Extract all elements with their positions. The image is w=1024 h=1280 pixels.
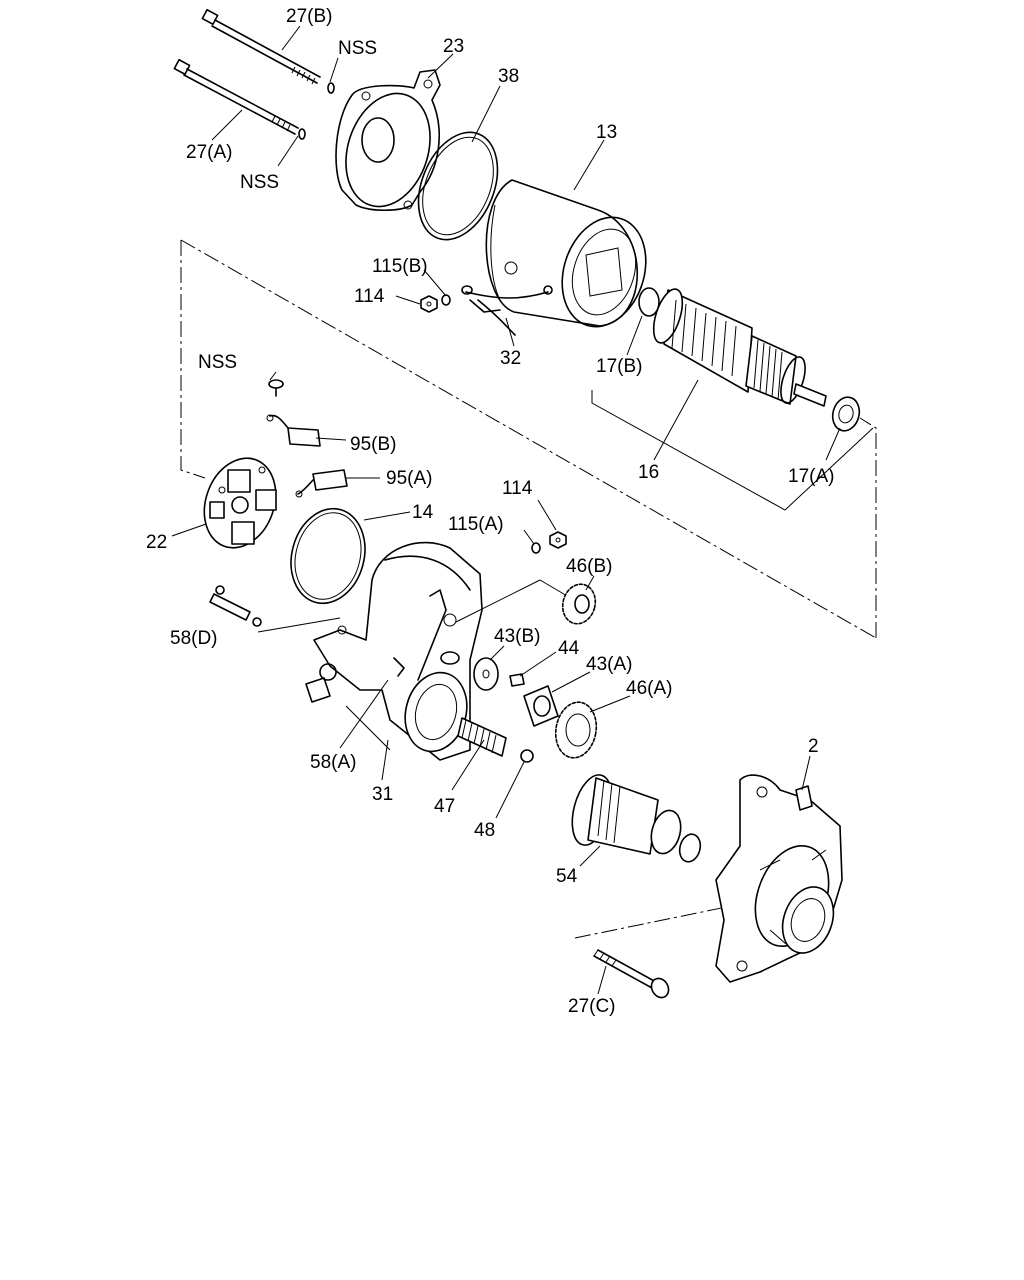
retainer-43a	[523, 685, 559, 727]
label-46a: 46(A)	[626, 678, 672, 699]
label-44: 44	[558, 638, 580, 659]
rear-cover-23	[335, 69, 441, 212]
label-114-lower: 114	[502, 478, 533, 499]
label-54: 54	[556, 866, 578, 887]
screw-nss	[268, 379, 284, 397]
drive-housing-2	[715, 774, 843, 983]
label-58d: 58(D)	[170, 628, 218, 649]
label-23: 23	[443, 36, 464, 57]
pin-58d	[209, 585, 341, 633]
o-ring-38	[417, 131, 499, 241]
label-16: 16	[638, 462, 659, 483]
label-14: 14	[412, 502, 434, 523]
bearing-17a	[831, 396, 861, 432]
o-ring-14	[290, 507, 366, 605]
label-95a: 95(A)	[386, 468, 432, 489]
label-32: 32	[500, 348, 521, 369]
leader-lines	[171, 25, 841, 995]
label-13: 13	[596, 122, 617, 143]
brush-95a	[295, 469, 348, 498]
pin-44	[509, 673, 525, 687]
through-bolt-27c	[593, 949, 670, 999]
label-17b: 17(B)	[596, 356, 642, 377]
label-nss-mid: NSS	[240, 172, 279, 193]
label-38: 38	[498, 66, 519, 87]
label-27b: 27(B)	[286, 6, 332, 27]
label-43b: 43(B)	[494, 626, 540, 647]
label-43a: 43(A)	[586, 654, 632, 675]
label-115b: 115(B)	[372, 256, 428, 277]
pinion-clutch-54	[571, 774, 702, 863]
label-95b: 95(B)	[350, 434, 396, 455]
armature-16	[638, 287, 827, 407]
label-47: 47	[434, 796, 455, 817]
assembly-centerlines	[180, 239, 877, 939]
ball-48	[520, 749, 534, 763]
gear-46a	[554, 701, 598, 759]
through-bolt-27a	[173, 58, 306, 140]
label-nss-screw: NSS	[198, 352, 237, 373]
housing-31	[305, 541, 575, 761]
gear-46b	[561, 583, 597, 625]
nut-114-upper	[420, 295, 438, 313]
washer-43b	[473, 657, 499, 691]
callout-labels: 27(B) NSS 23 38 13 27(A) NSS 115(B) 114 …	[146, 6, 834, 1017]
label-31: 31	[372, 784, 393, 805]
label-22: 22	[146, 532, 167, 553]
label-46b: 46(B)	[566, 556, 612, 577]
lead-wire-32	[461, 285, 553, 336]
through-bolt-27b	[201, 8, 335, 94]
brush-95b	[266, 414, 321, 447]
yoke-13	[485, 179, 647, 328]
label-48: 48	[474, 820, 495, 841]
label-17a: 17(A)	[788, 466, 834, 487]
washer-115b	[441, 294, 451, 306]
label-58a: 58(A)	[310, 752, 356, 773]
brush-holder-22	[203, 457, 277, 549]
label-27a: 27(A)	[186, 142, 232, 163]
label-115a: 115(A)	[448, 514, 504, 535]
label-114-upper: 114	[354, 286, 385, 307]
label-nss-top: NSS	[338, 38, 377, 59]
nut-114-lower	[549, 531, 567, 549]
label-2: 2	[808, 736, 819, 757]
label-27c: 27(C)	[568, 996, 616, 1017]
spring-47	[457, 717, 507, 757]
washer-115a	[531, 542, 541, 554]
